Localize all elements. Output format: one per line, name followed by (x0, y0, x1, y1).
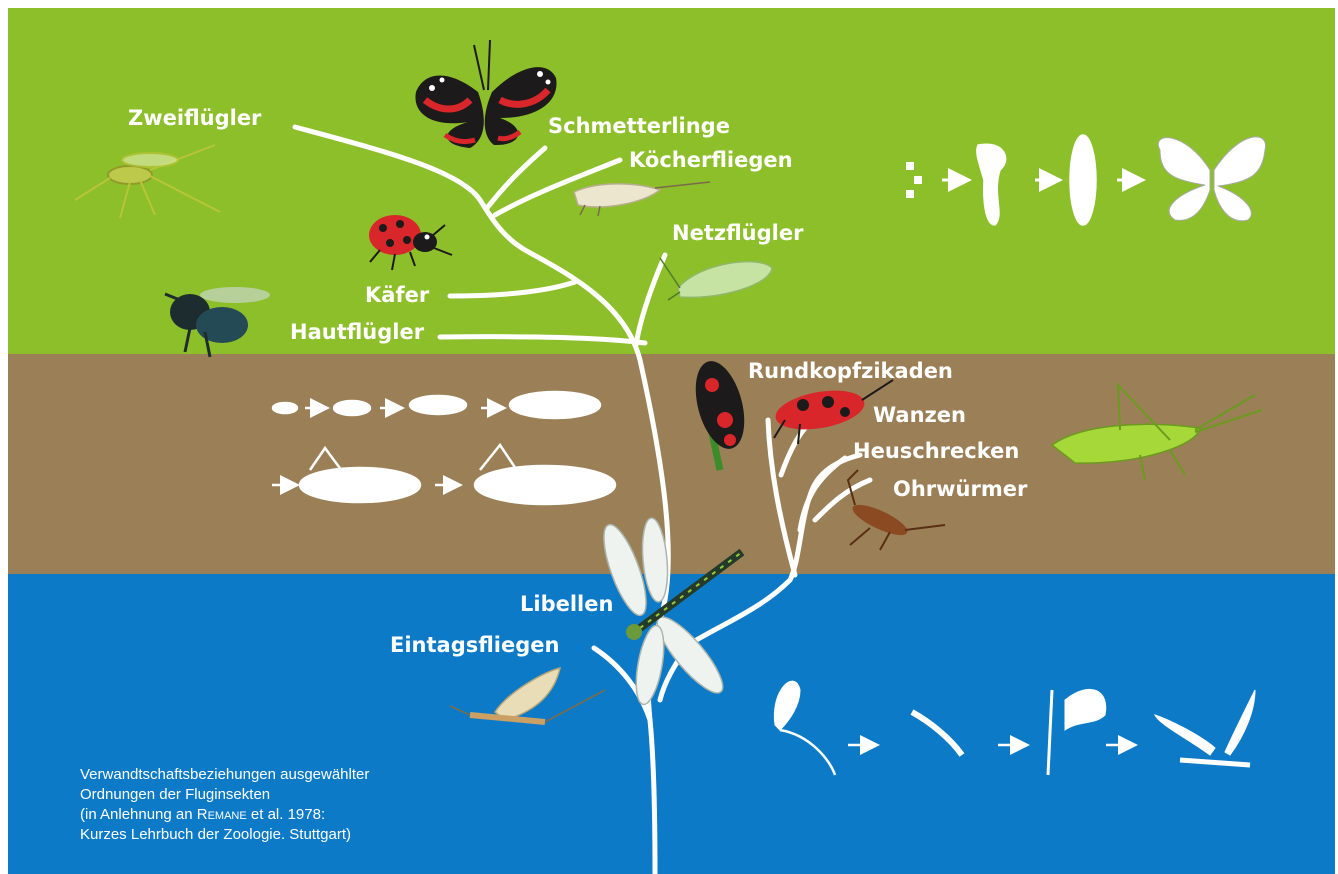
branch-heuschrecken (800, 458, 845, 530)
label-libellen: Libellen (520, 594, 613, 615)
bee-illustration (165, 287, 270, 357)
branch-schmetterlinge (487, 148, 545, 208)
branch-rundkopf-wanzen (768, 420, 795, 575)
branch-kaefer (450, 282, 575, 296)
label-eintagsfliegen: Eintagsfliegen (390, 635, 559, 656)
caption-line-3-pre: (in Anlehnung an (80, 806, 197, 823)
label-netzfluegler: Netzflügler (672, 223, 803, 244)
caption-line-3: (in Anlehnung an Remane et al. 1978: (80, 805, 369, 825)
dragonfly-development (774, 681, 1255, 775)
caption-line-2: Ordnungen der Fluginsekten (80, 785, 369, 805)
branch-netzfluegler (636, 255, 665, 345)
label-schmetterlinge: Schmetterlinge (548, 116, 730, 137)
caption-line-4: Kurzes Lehrbuch der Zoologie. Stuttgart) (80, 825, 369, 845)
butterfly-lifecycle (906, 135, 1266, 225)
label-koecherfliegen: Köcherfliegen (629, 150, 793, 171)
figure-caption: Verwandtschaftsbeziehungen ausgewählter … (80, 765, 369, 845)
caption-line-3-post: et al. 1978: (247, 806, 325, 823)
caption-author: Remane (197, 806, 247, 823)
grasshopper-development (272, 392, 615, 504)
label-rundkopfzikaden: Rundkopfzikaden (748, 361, 953, 382)
mayfly-illustration (450, 668, 605, 722)
label-zweifluegler: Zweiflügler (128, 108, 261, 129)
label-wanzen: Wanzen (873, 405, 966, 426)
label-heuschrecken: Heuschrecken (853, 441, 1019, 462)
branch-hautfluegler (440, 337, 645, 343)
red-admiral-butterfly-illustration (415, 40, 556, 148)
froghopper-illustration (687, 356, 753, 470)
ladybird-illustration (369, 215, 452, 270)
label-hautfluegler: Hautflügler (290, 322, 424, 343)
lacewing-illustration (660, 258, 772, 300)
mosquito-illustration (75, 145, 220, 218)
caption-line-1: Verwandtschaftsbeziehungen ausgewählter (80, 765, 369, 785)
label-ohrwuermer: Ohrwürmer (893, 479, 1027, 500)
grasshopper-illustration (1052, 385, 1262, 480)
label-kaefer: Käfer (365, 285, 429, 306)
caddisfly-illustration (574, 182, 710, 216)
